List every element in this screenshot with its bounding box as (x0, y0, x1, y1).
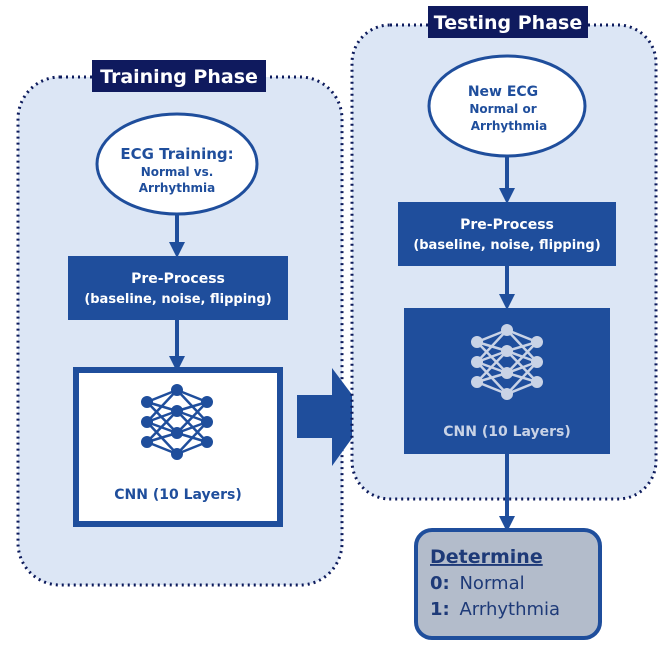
training-to-testing-arrow (297, 368, 368, 466)
testing-input-line3: Arrhythmia (471, 119, 547, 133)
result-class-1-label: Arrhythmia (459, 599, 560, 620)
training-input-line1: ECG Training: (120, 145, 233, 163)
result-box (414, 528, 602, 640)
training-input-line2: Normal vs. (141, 165, 214, 179)
training-neural-network-icon (141, 384, 213, 460)
testing-input-line2: Normal or (469, 102, 536, 116)
result-class-0-key: 0: (430, 573, 450, 594)
result-class-1: 1: Arrhythmia (430, 599, 560, 620)
testing-preprocess-line2: (baseline, noise, flipping) (413, 238, 600, 253)
training-phase-title: Training Phase (100, 66, 258, 88)
testing-preprocess-box (398, 202, 616, 266)
testing-input-line1: New ECG (468, 84, 538, 100)
result-class-0-label: Normal (459, 573, 524, 594)
training-input-ellipse (95, 112, 259, 216)
result-title: Determine (430, 546, 543, 568)
training-phase-title-box (92, 60, 266, 92)
result-class-1-key: 1: (430, 599, 450, 620)
testing-phase-title-box (428, 6, 588, 38)
testing-phase-title: Testing Phase (434, 12, 582, 34)
testing-neural-network-icon (471, 324, 543, 400)
training-cnn-label: CNN (10 Layers) (114, 487, 242, 503)
training-preprocess-line2: (baseline, noise, flipping) (84, 292, 271, 307)
training-preprocess-line1: Pre-Process (131, 271, 225, 287)
training-preprocess-box (68, 256, 288, 320)
testing-cnn-label: CNN (10 Layers) (443, 424, 571, 440)
testing-preprocess-line1: Pre-Process (460, 217, 554, 233)
result-class-0: 0: Normal (430, 573, 525, 594)
training-input-line3: Arrhythmia (139, 181, 215, 195)
